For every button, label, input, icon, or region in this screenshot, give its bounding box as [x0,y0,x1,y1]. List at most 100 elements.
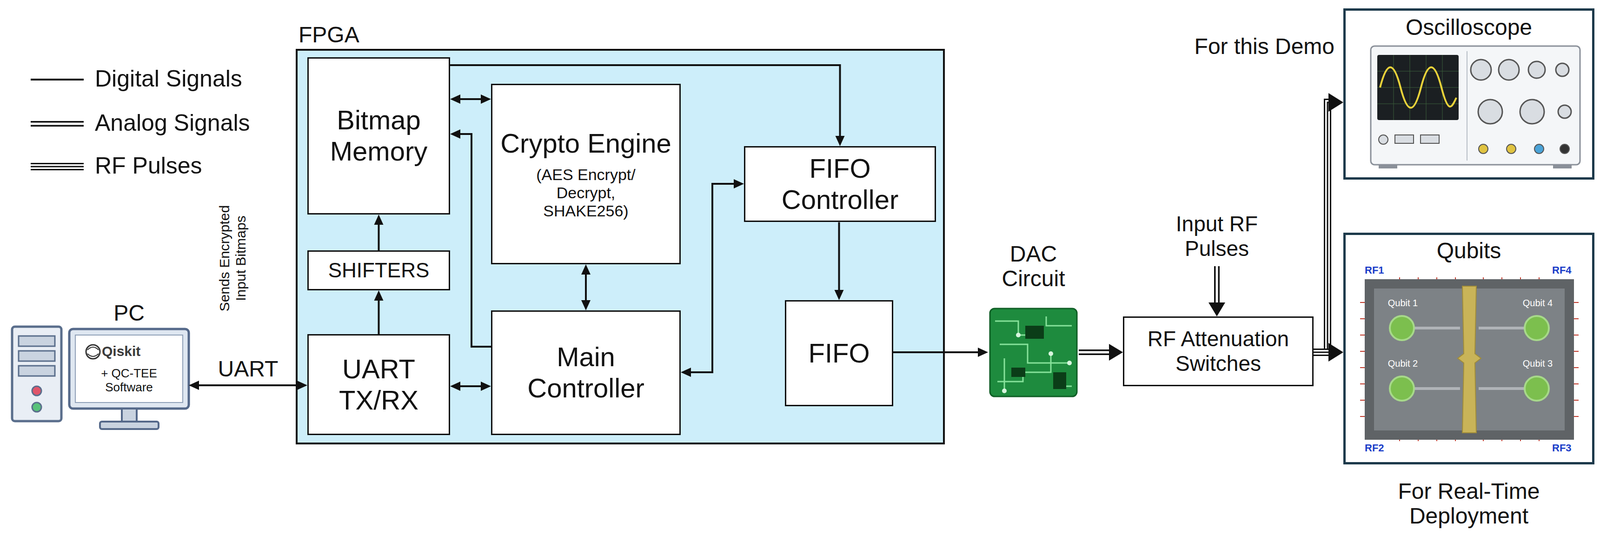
qubit-chip-illustration [1524,315,1549,340]
oscilloscope-illustration [1478,144,1488,154]
arrow-head [581,299,591,311]
dac-chip-illustration [1002,388,1007,393]
connector-line [1313,349,1331,355]
qubit-label: Qubit 2 [1381,358,1424,369]
label-holder: For Real-Time Deployment [1371,478,1567,529]
node-text: (AES Encrypt/ Decrypt, SHAKE256) [516,165,656,220]
connector-line [458,385,483,387]
node-title: Qubits [1345,237,1593,264]
oscilloscope-illustration [1553,164,1572,169]
connector [188,380,308,390]
legend-line [30,120,84,127]
arrow-head [1328,92,1344,112]
rf-input-arrow [1208,265,1226,317]
dac-chip-illustration [995,316,1072,391]
annotation: For this Demo [1148,33,1335,60]
connector-line [838,221,841,292]
node-title: Crypto Engine [500,127,672,160]
connector [893,347,989,357]
arrow-head [834,289,844,300]
computer-node: PCQiskit+ QC-TEE Software [69,297,189,435]
oscilloscope-illustration [1377,54,1459,120]
legend-line [30,78,84,81]
connector [1078,343,1123,361]
connector [374,214,384,251]
connector-line [584,272,587,302]
dac-chip-illustration [989,308,1077,397]
oscilloscope-illustration [1560,144,1570,154]
node-title: Main Controller [497,341,674,404]
label-holder: Qubit 3 [1516,358,1559,369]
oscilloscope-illustration [1380,67,1457,108]
arrow-head [680,367,691,377]
qubit-chip-illustration [1457,285,1481,433]
annotation: Input RF Pulses [1161,211,1273,261]
pc-illustration [18,335,55,346]
connector-line [197,384,299,386]
oscilloscope-illustration [1378,164,1398,169]
node-title: RF Attenuation Switches [1129,326,1307,376]
dac-chip-illustration [1048,351,1054,356]
oscilloscope-illustration [1528,61,1546,79]
pc-illustration [32,385,42,396]
port-label: RF4 [1552,264,1581,276]
connector [1313,342,1344,362]
oscilloscope-illustration [1534,144,1544,154]
text-holder: FPGA [298,21,485,48]
label-holder: RF1 [1364,264,1393,276]
pc-illustration [18,365,55,376]
qubit-label: Qubit 4 [1516,297,1559,309]
oscilloscope-illustration [1466,51,1468,161]
connector-line [1078,351,1112,354]
rf-input-arrow [1208,302,1226,317]
qubit-chip-illustration [1360,277,1579,441]
arrow-head [480,381,492,391]
pc-illustration [12,326,62,421]
oscilloscope-illustration [1520,99,1545,124]
arrow-head [374,214,384,225]
oscilloscope-illustration [1470,59,1492,80]
oscilloscope-illustration [1377,54,1459,120]
text-holder: Qubits [1345,237,1593,264]
pc-illustration [18,350,55,361]
arrow-head [1108,343,1123,361]
annotation: Sends Encrypted Input Bitmaps [216,197,249,319]
arrow-head [733,179,744,189]
fpga-fill [295,48,945,445]
oscilloscope-illustration [1394,134,1414,144]
arrow-head [835,135,845,147]
pc-illustration [69,328,189,409]
arrow-head [374,290,384,301]
node-text: Qiskit [101,343,181,360]
port-label: RF3 [1552,441,1581,454]
pc-illustration [32,402,42,412]
oscilloscope-illustration [1478,99,1503,124]
dac-chip-illustration [1067,360,1072,366]
port-label: RF1 [1364,264,1393,276]
connector [450,94,492,104]
legend-sample [30,123,84,125]
legend-text: RF Pulses [94,152,203,180]
text-holder: DAC Circuit [988,241,1079,292]
text-holder: + QC-TEE Software [78,366,180,395]
text-holder: Oscilloscope [1345,14,1593,40]
legend-sample [30,166,84,167]
pc-illustration [87,346,99,357]
pc-illustration [121,408,137,422]
node-title: SHIFTERS [328,258,430,283]
dac-chip-illustration [1025,325,1044,339]
dac-chip-illustration [1053,371,1067,389]
dac-node: DAC Circuit [988,241,1079,398]
legend-line [30,165,84,168]
node-title: Bitmap Memory [314,104,444,167]
node-title: UART TX/RX [314,353,444,416]
legend-text: Analog Signals [94,109,251,137]
connector-line [1078,349,1112,355]
node-title: FIFO Controller [750,152,930,215]
arrow-head [1328,342,1344,362]
oscilloscope-illustration [1555,63,1569,77]
pc-illustration [75,334,183,403]
connector [834,221,844,300]
annotation: For Real-Time Deployment [1371,478,1567,529]
